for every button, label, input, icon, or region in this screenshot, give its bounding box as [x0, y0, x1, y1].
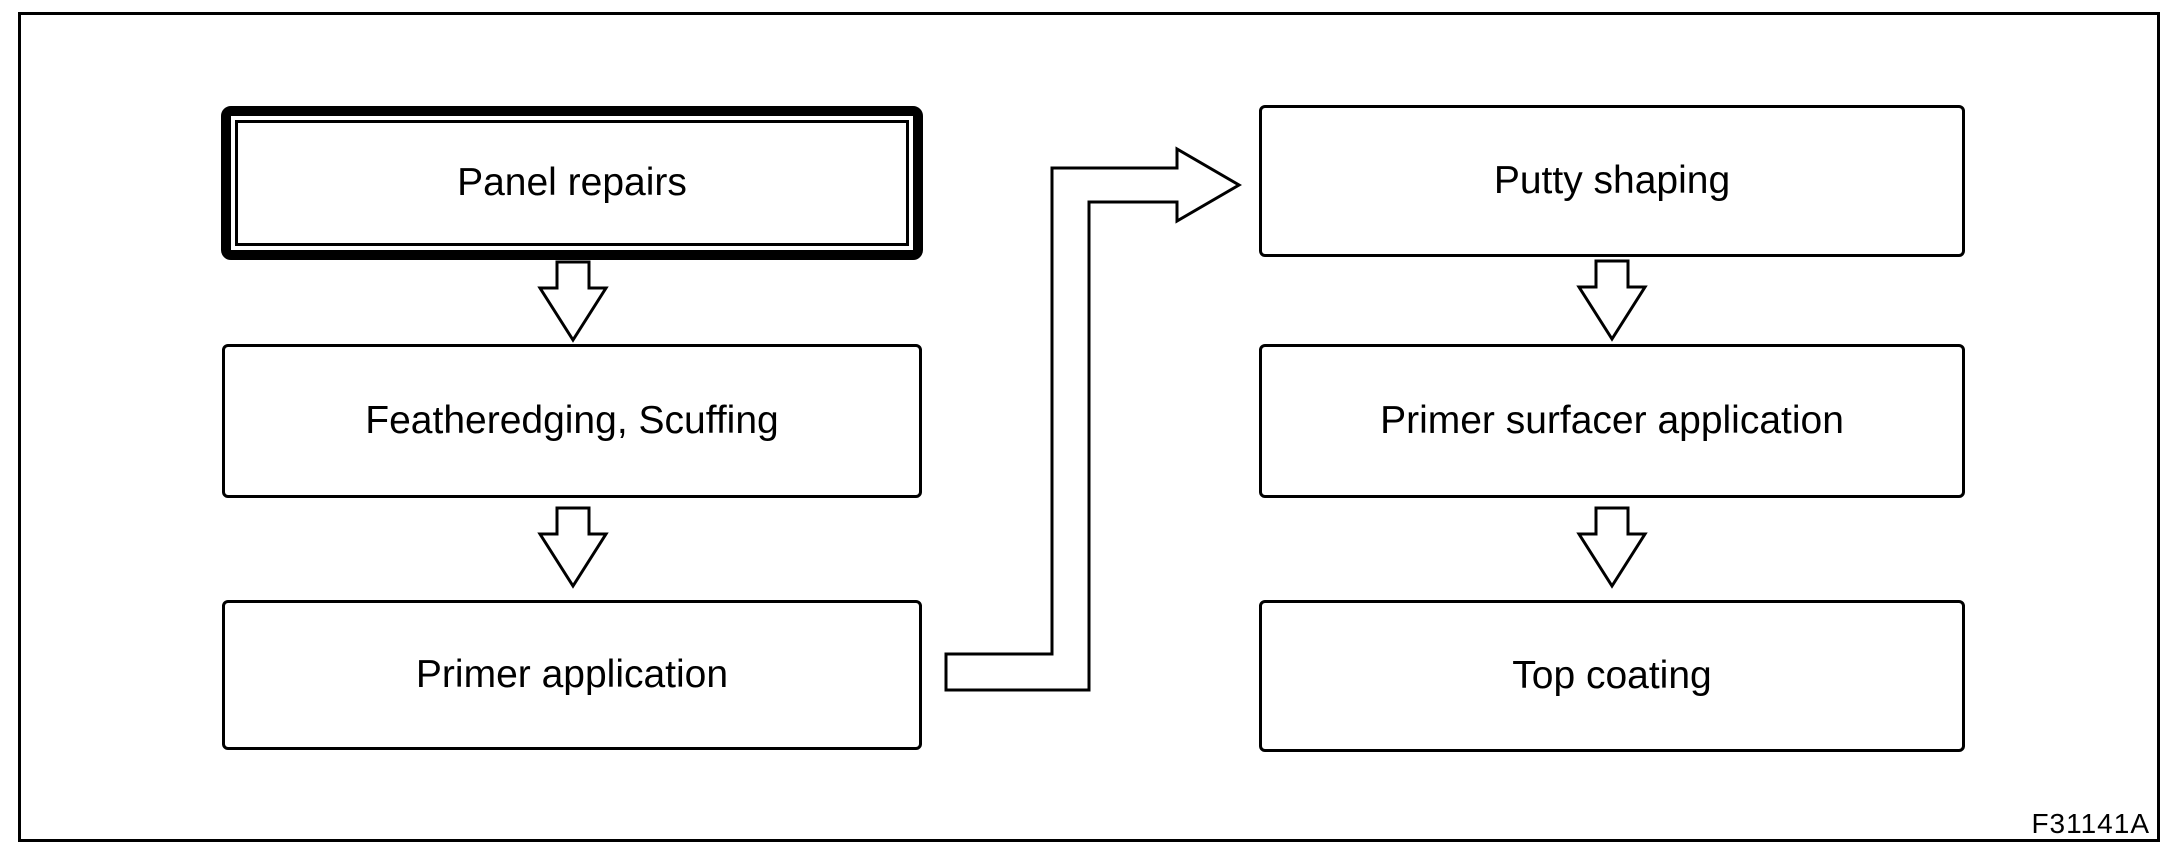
figure-id-label: F31141A	[2031, 808, 2150, 839]
flow-step-panel-repairs-inner: Panel repairs	[235, 120, 909, 246]
flow-step-panel-repairs: Panel repairs	[221, 106, 923, 260]
diagram-border-frame	[18, 12, 2160, 842]
flow-step-putty-shaping: Putty shaping	[1259, 105, 1965, 257]
flow-step-primer-surfacer-application: Primer surfacer application	[1259, 344, 1965, 498]
flow-step-label: Panel repairs	[457, 160, 687, 204]
flow-step-featheredging-scuffing: Featheredging, Scuffing	[222, 344, 922, 498]
flow-step-label: Putty shaping	[1493, 158, 1731, 202]
flow-step-label: Featheredging, Scuffing	[365, 398, 779, 442]
flow-step-label: Primer application	[415, 652, 729, 696]
flow-step-label: Primer surfacer application	[1380, 398, 1844, 442]
flow-step-primer-application: Primer application	[222, 600, 922, 750]
flow-step-top-coating: Top coating	[1259, 600, 1965, 752]
flow-step-label: Top coating	[1512, 653, 1712, 697]
